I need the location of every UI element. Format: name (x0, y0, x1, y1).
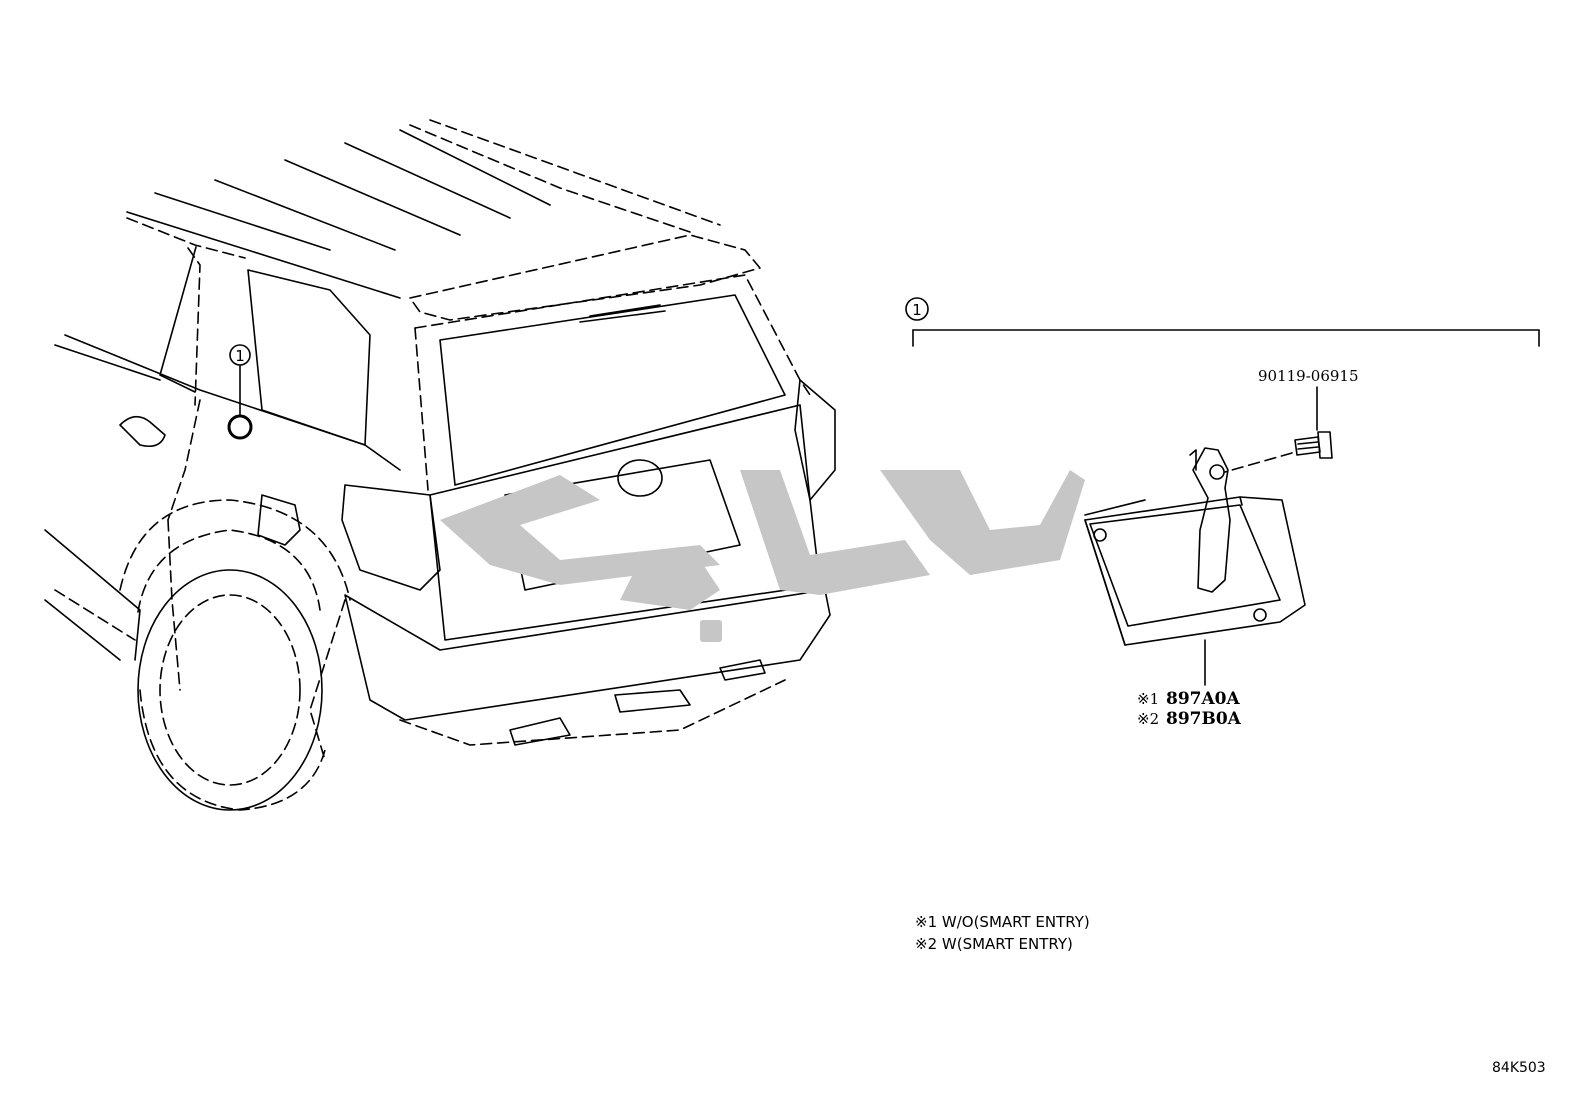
bolt-part-number: 90119-06915 (1258, 367, 1359, 385)
bolt-part: 90119-06915 (1224, 367, 1359, 473)
control-module-part (1084, 447, 1306, 686)
watermark-logo (440, 470, 1085, 642)
assembly-bracket: 1 (905, 297, 1540, 347)
footnote-2: ※2 W(SMART ENTRY) (915, 935, 1073, 953)
vehicle-illustration (44, 119, 836, 811)
footnotes: ※1 W/O(SMART ENTRY) ※2 W(SMART ENTRY) (915, 913, 1090, 953)
module-part-number-1: 897A0A (1166, 689, 1241, 709)
diagram-code: 84K503 (1492, 1060, 1546, 1076)
vehicle-callout-number: 1 (235, 347, 245, 365)
vehicle-location-marker (227, 414, 253, 440)
module-marker-2: ※2 (1137, 710, 1159, 728)
module-marker-1: ※1 (1137, 690, 1159, 708)
module-part-labels: ※1 897A0A ※2 897B0A (1137, 689, 1242, 729)
assembly-callout-number: 1 (912, 301, 922, 319)
vehicle-callout: 1 (227, 344, 253, 440)
footnote-1: ※1 W/O(SMART ENTRY) (915, 913, 1090, 931)
module-part-number-2: 897B0A (1166, 709, 1242, 729)
